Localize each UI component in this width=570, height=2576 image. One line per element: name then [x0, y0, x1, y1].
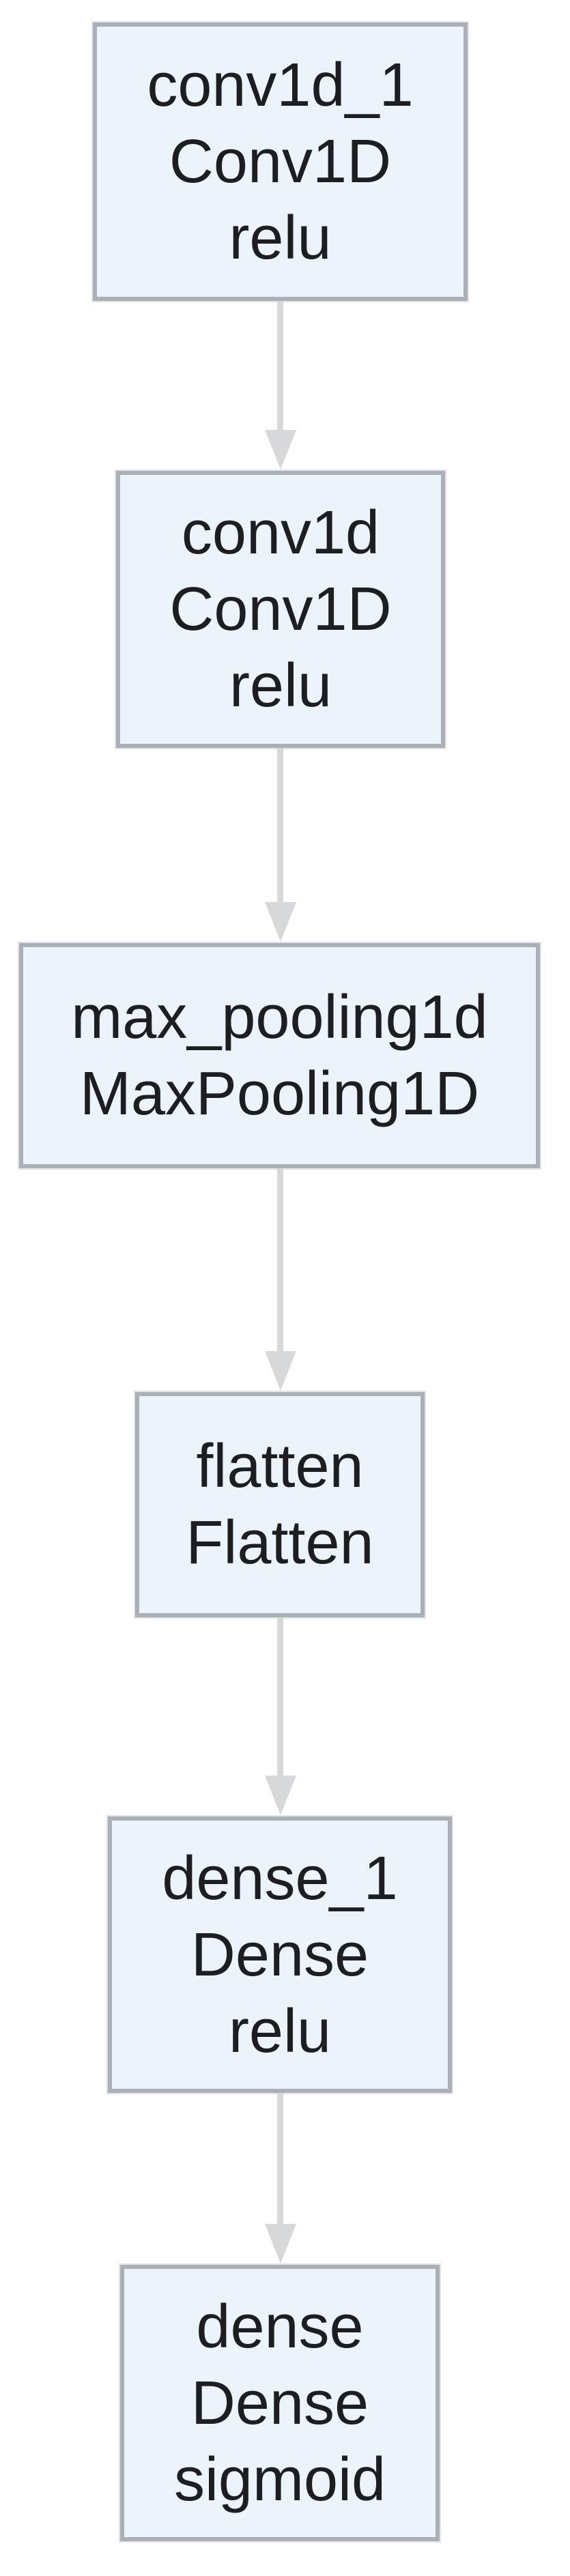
- edge-line-2: [277, 748, 283, 902]
- layer-name: conv1d_1: [147, 51, 414, 119]
- layer-name: flatten: [196, 1432, 364, 1501]
- layer-activation: sigmoid: [173, 2445, 386, 2514]
- edge-line-1: [277, 301, 283, 430]
- arrowhead-icon: [265, 430, 296, 469]
- layer-type: Conv1D: [169, 575, 392, 643]
- arrowhead-icon: [265, 2224, 296, 2263]
- layer-type: Dense: [190, 1920, 369, 1989]
- layer-activation: relu: [229, 652, 332, 720]
- arrowhead-icon: [265, 1351, 296, 1391]
- layer-node-conv1d_1: conv1d_1 Conv1D relu: [93, 23, 468, 301]
- layer-activation: relu: [228, 1997, 332, 2066]
- layer-node-dense_1: dense_1 Dense relu: [108, 1817, 452, 2093]
- layer-type: MaxPooling1D: [79, 1060, 480, 1128]
- layer-name: dense_1: [162, 1844, 398, 1913]
- layer-node-max_pooling1d: max_pooling1d MaxPooling1D: [19, 943, 540, 1168]
- layer-type: Conv1D: [169, 128, 392, 196]
- layer-name: max_pooling1d: [71, 983, 488, 1052]
- arrowhead-icon: [265, 902, 296, 942]
- edge-line-5: [277, 2093, 283, 2224]
- edge-line-4: [277, 1617, 283, 1776]
- layer-name: dense: [196, 2292, 364, 2361]
- layer-node-dense: dense Dense sigmoid: [120, 2265, 440, 2541]
- arrowhead-icon: [265, 1776, 296, 1815]
- layer-type: Flatten: [186, 1509, 374, 1577]
- layer-node-flatten: flatten Flatten: [135, 1392, 425, 1617]
- edge-line-3: [277, 1168, 283, 1351]
- layer-node-conv1d: conv1d Conv1D relu: [116, 471, 445, 748]
- layer-activation: relu: [229, 204, 332, 272]
- layer-type: Dense: [190, 2369, 369, 2437]
- layer-name: conv1d: [181, 499, 380, 567]
